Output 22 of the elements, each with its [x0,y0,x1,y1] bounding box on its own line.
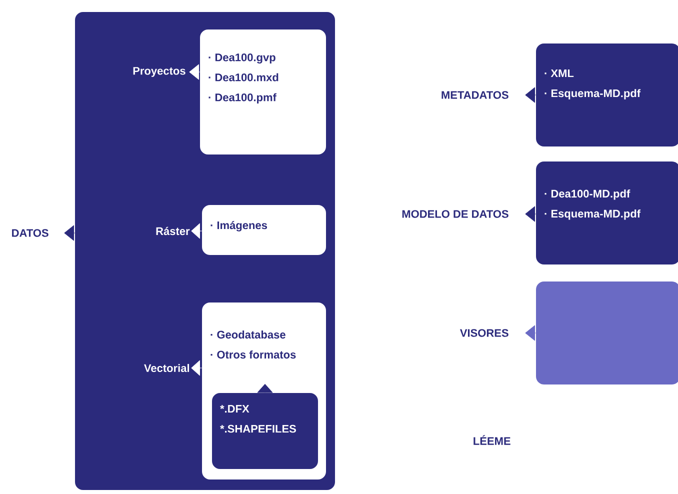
node-label: Ráster [156,226,190,236]
pointer-arrow [257,384,273,394]
node-label: DATOS [12,229,48,237]
pointer-arrow [189,64,200,80]
callout-box: · XML · Esquema-MD.pdf [536,44,678,146]
pointer-arrow [191,223,202,239]
node-label: Vectorial [144,364,190,372]
pointer-arrow [191,360,202,376]
node-label: MODELO DE DATOS [402,210,508,218]
pointer-arrow [64,225,76,241]
callout-box: · Dea100.gvp · Dea100.mxd · Dea100.pmf [200,30,326,154]
node-label: Proyectos [133,67,186,77]
callout-box: *.DFX *.SHAPEFILES [212,393,318,469]
pointer-arrow [525,206,536,222]
node-label: VISORES [460,329,508,337]
callout-box: · Dea100-MD.pdf · Esquema-MD.pdf [536,162,678,264]
callout-box [536,282,678,384]
pointer-arrow [525,87,536,103]
callout-box: · Imágenes [202,205,326,255]
pointer-arrow [525,325,536,341]
node-label: LÉEME [474,435,510,445]
node-label: METADATOS [442,91,508,99]
